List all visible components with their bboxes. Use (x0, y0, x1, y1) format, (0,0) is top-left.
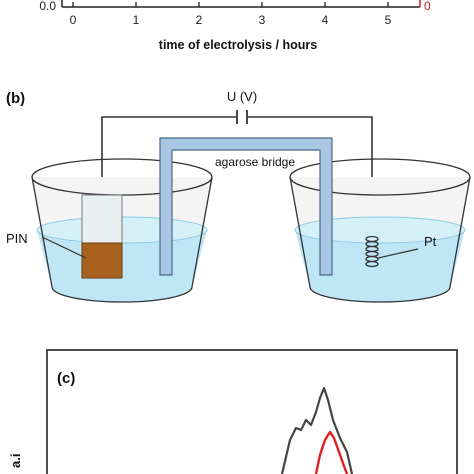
panel-b: (b) U (V) PIN (6, 89, 471, 303)
x-axis-title: time of electrolysis / hours (159, 38, 317, 52)
x-tick-label: 1 (133, 13, 140, 27)
right-beaker-outline (289, 176, 471, 303)
panel-c-frame (46, 349, 458, 474)
x-tick-label: 2 (196, 13, 203, 27)
right-beaker: Pt (289, 158, 471, 303)
panel-b-label: (b) (6, 90, 25, 107)
trace-outer-gray (280, 386, 354, 474)
pt-coil-electrode (365, 235, 379, 268)
right-electrolyte (295, 230, 465, 302)
panel-a: 0 1 2 3 4 5 0.0 0 time of electrolysis / hour… (39, 0, 431, 52)
right-electrolyte-surface (294, 216, 466, 244)
pt-pointer-line (377, 248, 419, 259)
panel-c-y-axis-fragment: a.i (8, 454, 23, 468)
left-beaker-outline (31, 176, 213, 303)
left-beaker: PIN (6, 158, 213, 303)
x-tick-label: 0 (70, 13, 77, 27)
pin-pointer-line (41, 236, 87, 259)
panel-c-label: (c) (57, 370, 75, 387)
x-tick-label: 5 (385, 13, 392, 27)
x-tick-label: 3 (259, 13, 266, 27)
trace-inner-red (314, 430, 349, 474)
x-tick-label: 4 (322, 13, 329, 27)
agarose-bridge (159, 137, 333, 276)
pt-label: Pt (424, 234, 437, 249)
voltage-label: U (V) (227, 89, 257, 104)
panel-c: (c) a.i (8, 349, 458, 474)
pin-label: PIN (6, 231, 28, 246)
pin-electrode-upper (81, 194, 123, 244)
y-tick-left-label: 0.0 (39, 0, 56, 13)
x-axis-ticks: 0 1 2 3 4 5 (70, 2, 392, 27)
y-tick-right-label: 0 (424, 0, 431, 13)
bridge-label: agarose bridge (215, 155, 295, 169)
pin-electrode-sample (81, 242, 123, 279)
